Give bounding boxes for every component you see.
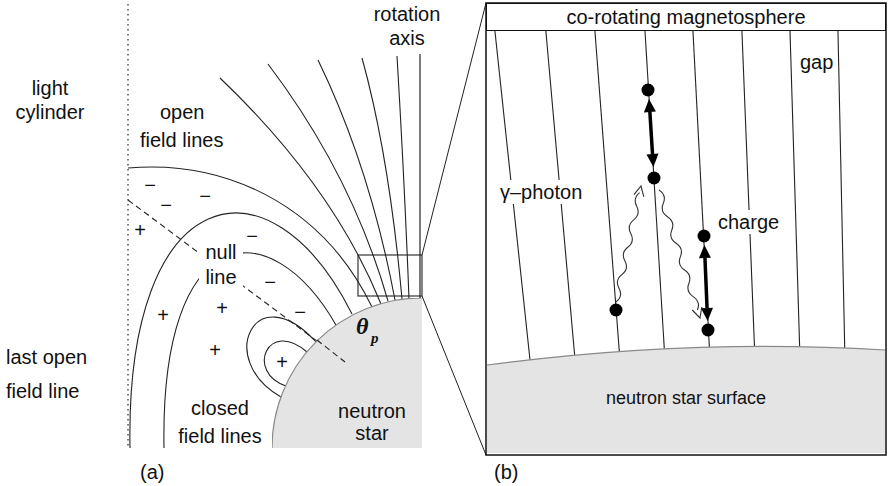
label-holder: closed field lines xyxy=(175,394,265,450)
pair-arrowhead xyxy=(699,245,711,258)
charge-dot xyxy=(702,324,715,337)
pair-arrow-shaft xyxy=(650,112,653,154)
charge-sign: − xyxy=(262,271,278,293)
label-holder: last open field line xyxy=(6,340,106,408)
cylinder-label: light cylinder xyxy=(4,76,96,124)
charge-sign: − xyxy=(142,174,158,196)
field-line xyxy=(645,28,666,375)
label-holder: + xyxy=(132,219,148,241)
text-holder: neutron star xyxy=(327,400,417,444)
label-holder: + xyxy=(214,297,230,319)
charge-sign: − xyxy=(197,185,213,207)
charge-sign: + xyxy=(214,297,230,319)
charge-sign: + xyxy=(274,351,290,373)
open-field-line xyxy=(268,64,388,301)
zoom-line xyxy=(422,3,486,255)
charge-sign: − xyxy=(292,301,308,323)
charge-sign: + xyxy=(207,339,223,361)
label-holder: (a) xyxy=(140,460,164,484)
label-holder: p xyxy=(371,329,379,347)
photon-wave xyxy=(616,193,640,302)
label-holder: + xyxy=(155,304,171,326)
label-holder: + xyxy=(274,351,290,373)
text-holder: neutron star surface xyxy=(487,386,885,410)
charge-dot xyxy=(698,230,711,243)
label-holder: γ–photon xyxy=(498,180,584,204)
label-holder: (b) xyxy=(494,460,518,484)
star-rim xyxy=(272,298,422,448)
label-holder: − xyxy=(158,194,174,216)
photon-arrowhead xyxy=(634,186,644,197)
label-holder: − xyxy=(262,271,278,293)
surface-rim xyxy=(487,346,885,365)
charge-dot xyxy=(642,84,655,97)
angle-symbol: θ xyxy=(356,313,368,339)
region-label: open field lines xyxy=(140,98,240,154)
last-open-field-line xyxy=(128,167,372,307)
zoom-box xyxy=(358,255,422,296)
label-holder: − xyxy=(197,185,213,207)
region-label: closed field lines xyxy=(175,394,265,450)
open-field-line xyxy=(362,58,402,299)
charge-sign: + xyxy=(132,219,148,241)
field-line xyxy=(595,28,621,375)
node-text: neutron star xyxy=(327,400,417,444)
gap-label: gap xyxy=(798,50,835,74)
axis-label: rotation axis xyxy=(362,2,452,50)
label-holder: − xyxy=(292,301,308,323)
open-field-line xyxy=(220,78,381,304)
pair-arrowhead xyxy=(647,154,659,167)
label-holder: rotation axis xyxy=(362,2,452,50)
line-label: last open field line xyxy=(6,340,106,408)
label-holder: gap xyxy=(798,50,835,74)
photon-label: γ–photon xyxy=(498,180,584,204)
pair-arrow-shaft xyxy=(705,258,707,308)
label-holder: light cylinder xyxy=(4,76,96,124)
light-cylinder-line xyxy=(127,4,128,448)
node-text: co-rotating magnetosphere xyxy=(566,6,805,28)
label-holder: + xyxy=(207,339,223,361)
charge-dot xyxy=(610,304,623,317)
field-line xyxy=(693,28,711,375)
label-holder: θ xyxy=(356,313,368,339)
field-line xyxy=(790,28,801,375)
panel-caption: (b) xyxy=(494,460,518,484)
panel-frame xyxy=(486,3,886,455)
null-line xyxy=(317,340,345,362)
field-line xyxy=(742,28,756,375)
pair-arrowhead xyxy=(644,99,656,112)
label-holder: charge xyxy=(716,210,781,234)
star-surface: neutron star surface xyxy=(487,336,885,453)
label-holder: open field lines xyxy=(140,98,240,154)
charge-sign: − xyxy=(158,194,174,216)
magnetosphere-band: co-rotating magnetosphere xyxy=(486,3,886,31)
angle-subscript: p xyxy=(371,329,379,347)
charge-sign: + xyxy=(155,304,171,326)
line-label: null line xyxy=(199,240,243,290)
label-holder: null line xyxy=(199,240,243,290)
charge-dot xyxy=(648,172,661,185)
null-line xyxy=(128,200,345,362)
photon-arrowhead xyxy=(692,307,702,318)
node-text: neutron star surface xyxy=(487,386,885,410)
pair-arrowhead xyxy=(701,308,713,321)
photon-wave xyxy=(659,190,698,310)
rotation-axis-line xyxy=(419,54,420,302)
open-field-line xyxy=(318,60,395,300)
panel-caption: (a) xyxy=(140,460,164,484)
label-holder: − xyxy=(244,225,260,247)
charge-sign: − xyxy=(244,225,260,247)
label-holder: − xyxy=(142,174,158,196)
zoom-line xyxy=(422,296,486,455)
surface-fill xyxy=(487,346,885,453)
field-line xyxy=(838,28,845,375)
star-fill xyxy=(272,298,422,448)
charge-label: charge xyxy=(716,210,781,234)
